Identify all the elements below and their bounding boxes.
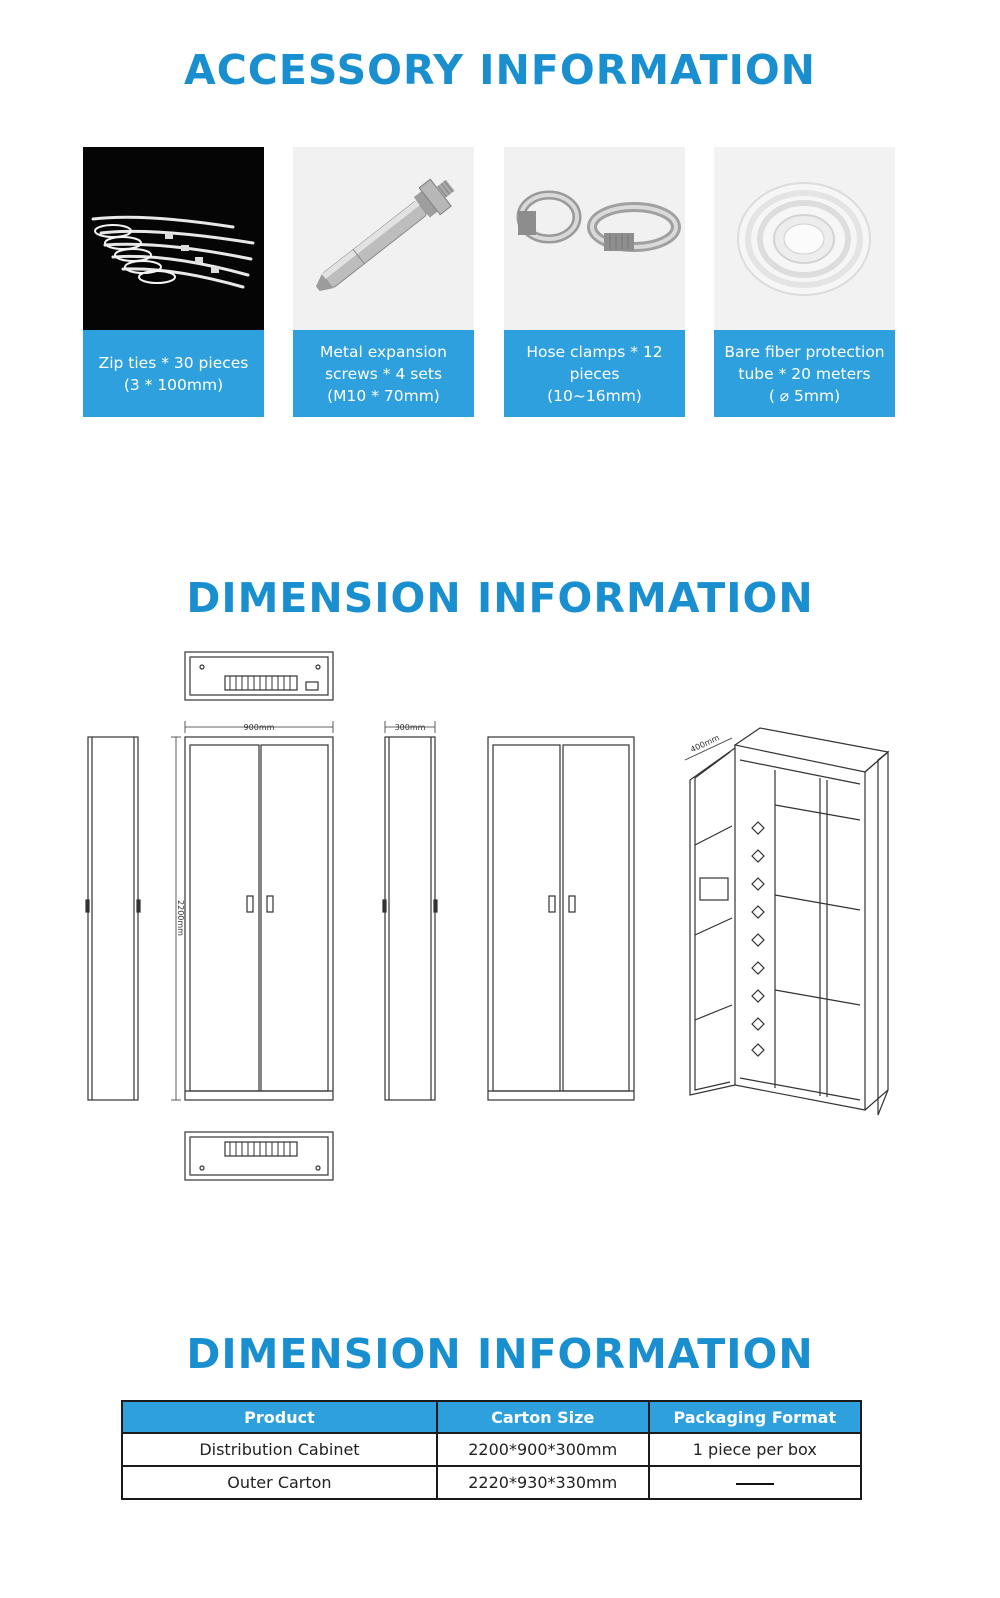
cabinet-isometric-open-view [684, 727, 890, 1116]
accessory-heading: ACCESSORY INFORMATION [183, 46, 817, 94]
table-header-row: Product Carton Size Packaging Format [121, 1400, 863, 1434]
accessory-caption: Metal expansion screws * 4 sets (M10 * 7… [293, 330, 474, 417]
accessory-caption: Hose clamps * 12 pieces (10~16mm) [504, 330, 685, 417]
cabinet-right-side-view [382, 721, 438, 1101]
cell-packaging-format: 1 piece per box [647, 1432, 863, 1467]
cabinet-left-side-view [85, 736, 141, 1101]
cabinet-front-view [171, 721, 334, 1101]
dash-placeholder [735, 1482, 774, 1485]
cell-packaging-format [647, 1465, 863, 1500]
open-depth-dimension-label: 400mm [689, 733, 721, 754]
dimension-heading: DIMENSION INFORMATION [186, 574, 814, 622]
cabinet-dimension-drawing: 900mm 300mm 2200mm 400mm [85, 651, 890, 1181]
hose-clamp-icon [504, 147, 685, 330]
packaging-heading: DIMENSION INFORMATION [186, 1330, 814, 1378]
header-packaging-format: Packaging Format [647, 1400, 863, 1434]
header-product: Product [121, 1400, 438, 1434]
accessory-card-zip-ties: Zip ties * 30 pieces (3 * 100mm) [83, 147, 264, 417]
height-dimension-label: 2200mm [176, 900, 185, 936]
packaging-table: Product Carton Size Packaging Format Dis… [121, 1400, 863, 1500]
accessory-card-hose-clamps: Hose clamps * 12 pieces (10~16mm) [504, 147, 685, 417]
cell-product: Outer Carton [121, 1465, 438, 1500]
accessory-caption: Bare fiber protection tube * 20 meters (… [714, 330, 895, 417]
expansion-screw-icon [293, 147, 474, 330]
table-row: Distribution Cabinet 2200*900*300mm 1 pi… [121, 1432, 863, 1467]
cell-carton-size: 2200*900*300mm [435, 1432, 650, 1467]
cabinet-bottom-view [184, 1131, 334, 1181]
accessory-card-expansion-screws: Metal expansion screws * 4 sets (M10 * 7… [293, 147, 474, 417]
cell-product: Distribution Cabinet [121, 1432, 438, 1467]
cell-carton-size: 2220*930*330mm [435, 1465, 650, 1500]
accessory-card-fiber-tube: Bare fiber protection tube * 20 meters (… [714, 147, 895, 417]
accessory-caption: Zip ties * 30 pieces (3 * 100mm) [83, 330, 264, 417]
depth-dimension-label: 300mm [395, 723, 426, 732]
fiber-tube-icon [714, 147, 895, 330]
width-dimension-label: 900mm [244, 723, 275, 732]
cabinet-top-view [184, 651, 334, 701]
header-carton-size: Carton Size [435, 1400, 650, 1434]
table-row: Outer Carton 2220*930*330mm [121, 1465, 863, 1500]
zip-ties-icon [83, 147, 264, 330]
cabinet-rear-view [487, 736, 635, 1101]
